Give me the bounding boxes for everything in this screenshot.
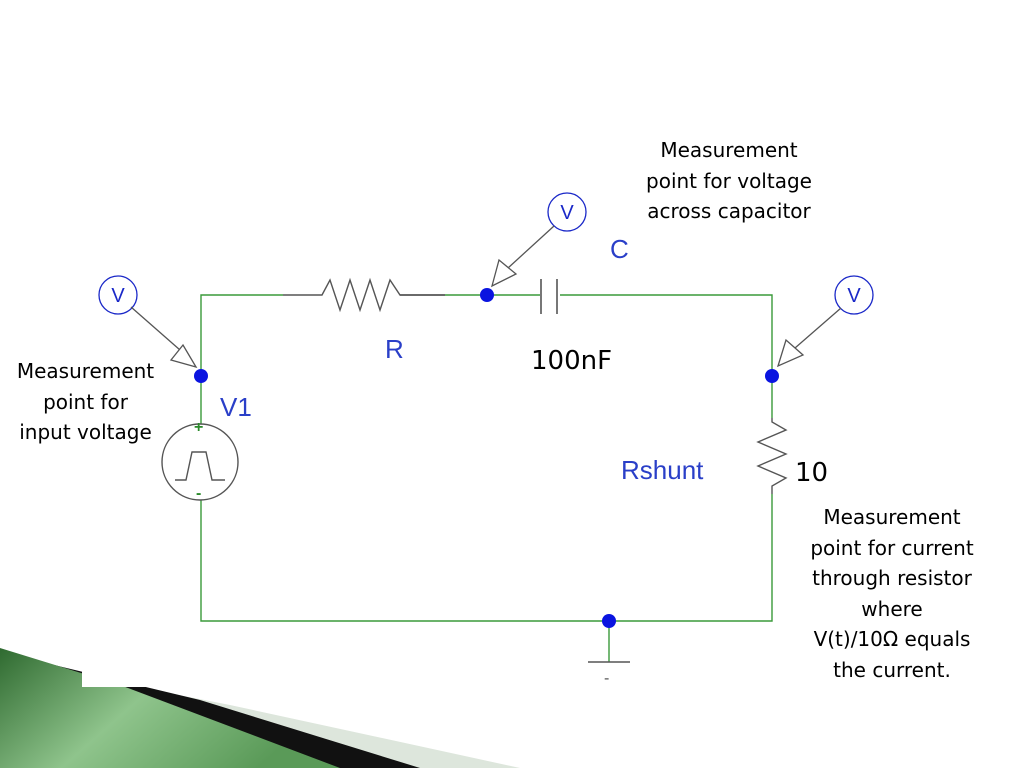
note-capacitor-line-2: point for voltage: [646, 168, 812, 193]
capacitor-value: 100nF: [531, 346, 612, 376]
source-label: V1: [220, 392, 252, 422]
rshunt-label: Rshunt: [621, 455, 704, 485]
note-capacitor-voltage: Measurement point for voltage across cap…: [634, 135, 824, 227]
node-input: [194, 369, 208, 383]
note-current-line-4: where: [861, 596, 923, 621]
resistor-r-body: [283, 277, 445, 313]
note-current-line-2: point for current: [810, 535, 974, 560]
capacitor-label: C: [610, 234, 629, 264]
note-current-line-3: through resistor: [812, 566, 972, 590]
resistor-r: R: [283, 277, 445, 364]
pulse-symbol: [175, 451, 225, 481]
note-capacitor-line-1: Measurement: [660, 138, 798, 162]
probe-input-lead: [130, 306, 181, 351]
probe-current-label: V: [847, 285, 861, 307]
note-current-line-1: Measurement: [823, 505, 961, 529]
probe-current-lead: [794, 307, 842, 349]
source-plus-sign: +: [194, 419, 203, 436]
resistor-r-label: R: [385, 334, 404, 364]
voltage-probe-input[interactable]: V: [98, 275, 198, 369]
rshunt-value: 10: [795, 458, 828, 488]
node-current: [765, 369, 779, 383]
capacitor-c: C 100nF: [531, 234, 629, 376]
voltage-probe-current[interactable]: V: [776, 275, 874, 368]
note-input-voltage: Measurement point for input voltage: [8, 356, 163, 448]
ground-mark: -: [604, 670, 609, 687]
probe-capacitor-label: V: [560, 202, 574, 224]
note-input-line-1: Measurement: [16, 359, 155, 383]
slide-accent-decoration: [0, 636, 520, 768]
source-minus-sign: -: [196, 485, 201, 502]
probe-capacitor-circle: [547, 192, 587, 232]
resistor-rshunt: Rshunt 10: [621, 418, 828, 494]
probe-input-label: V: [111, 285, 125, 307]
note-capacitor-line-3: across capacitor: [647, 199, 811, 223]
source-circle: [161, 423, 239, 501]
probe-capacitor-lead: [507, 225, 555, 269]
probe-input-circle: [98, 275, 138, 315]
probe-capacitor-tip: [490, 258, 518, 288]
voltage-probe-capacitor[interactable]: V: [490, 192, 587, 288]
note-input-line-2: point for: [43, 389, 128, 414]
probe-input-tip: [169, 343, 198, 369]
pulse-source-v1: + - V1: [161, 392, 252, 502]
note-current-line-5: V(t)/10Ω equals: [813, 627, 971, 651]
ground-symbol: -: [588, 661, 630, 687]
note-current-line-6: the current.: [833, 657, 951, 682]
note-current: Measurement point for current through re…: [796, 502, 988, 685]
note-input-line-3: input voltage: [19, 420, 152, 444]
node-capacitor: [480, 288, 494, 302]
probe-current-tip: [776, 338, 805, 368]
nodes: [194, 288, 779, 628]
node-ground: [602, 614, 616, 628]
probe-current-circle: [834, 275, 874, 315]
rshunt-body: [756, 418, 788, 494]
wire-bottom: [200, 540, 773, 622]
accent-green-band: [0, 648, 340, 768]
accent-white-patch: [82, 636, 162, 687]
